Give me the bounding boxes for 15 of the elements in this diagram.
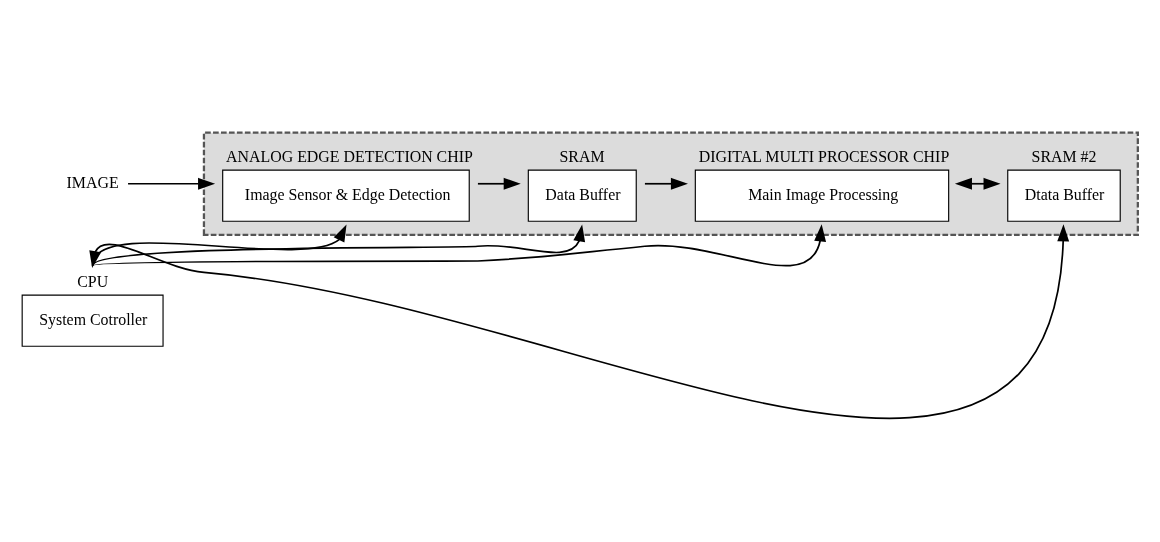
arrow	[954, 177, 1001, 190]
arrow	[91, 224, 347, 267]
node-text: IMAGE	[66, 173, 119, 191]
node-label: DIGITAL MULTI PROCESSOR CHIP	[698, 148, 950, 166]
arrow	[89, 224, 1070, 418]
arrow	[91, 224, 827, 267]
arrow	[477, 177, 521, 190]
node-label: CPU	[77, 273, 109, 291]
cluster	[202, 131, 1139, 236]
node-label: SRAM #2	[1031, 148, 1097, 166]
node-label: SRAM	[559, 148, 605, 166]
arrow	[91, 224, 586, 267]
arrow	[644, 177, 688, 190]
arrow	[127, 177, 216, 190]
node-label: ANALOG EDGE DETECTION CHIP	[226, 148, 473, 166]
